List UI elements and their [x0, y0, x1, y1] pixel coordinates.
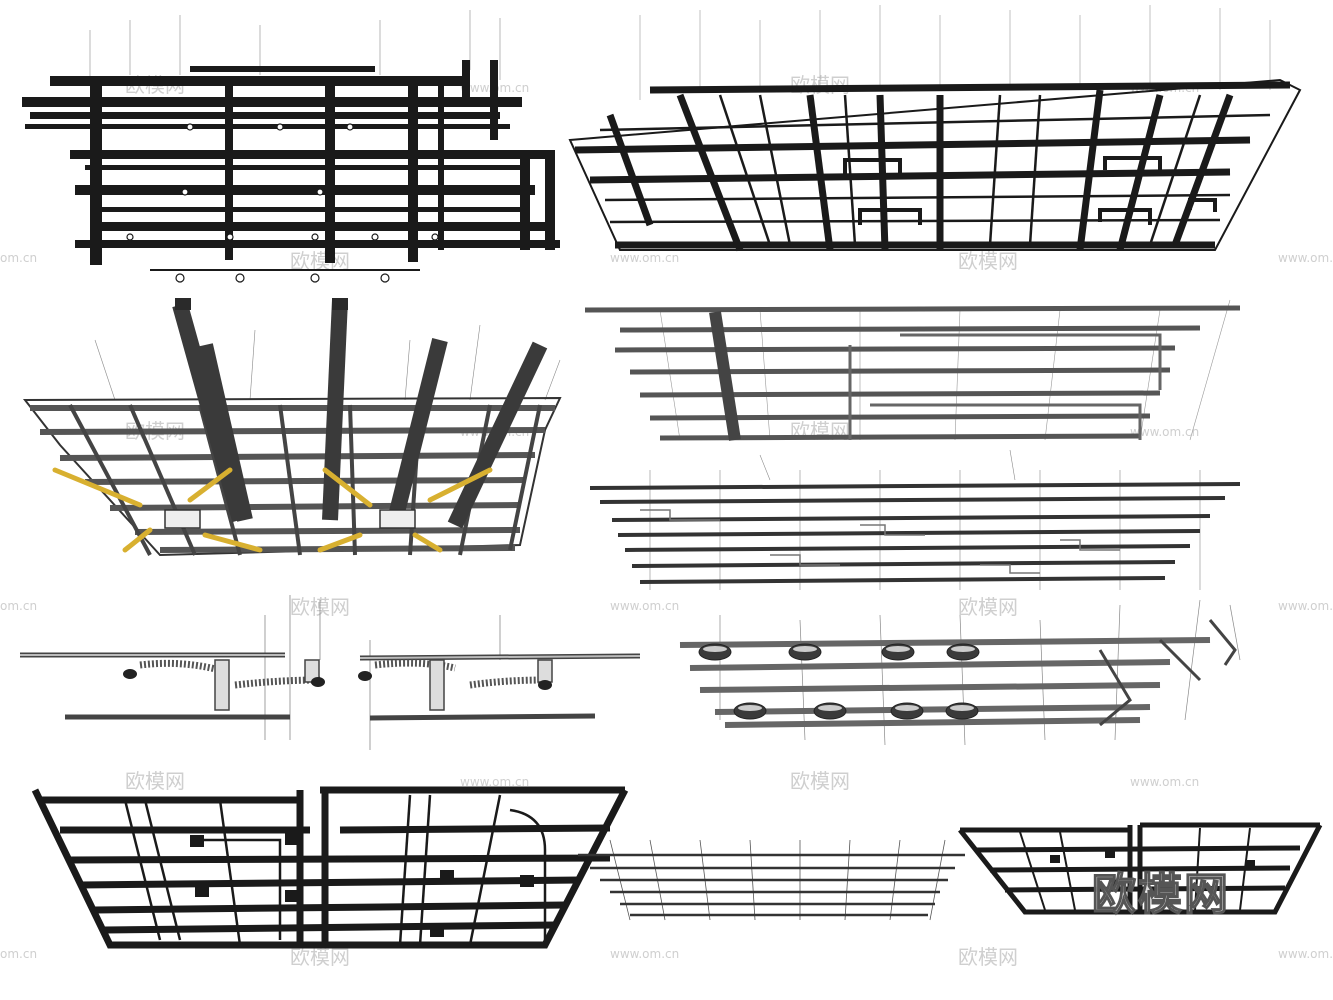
- ceiling-pipes-thin-grey-icon: [589, 449, 1241, 590]
- ceiling-grid-perspective-dark-icon: [568, 5, 1302, 252]
- watermark-text: 欧模网: [958, 249, 1018, 273]
- watermark-url: www.om.cn: [460, 775, 529, 789]
- watermark-url: www.om.cn: [610, 599, 679, 613]
- watermark-url: www.om.cn: [610, 251, 679, 265]
- watermark-url: www.om.cn: [1130, 425, 1199, 439]
- watermark-url: www.om.cn: [1278, 251, 1333, 265]
- watermark-text: 欧模网: [958, 945, 1018, 969]
- ceiling-pipes-wide-thin-icon: [578, 839, 965, 921]
- watermark-url: www.om.cn: [1130, 775, 1199, 789]
- watermark-url: om.cn: [0, 599, 37, 613]
- watermark-url: om.cn: [0, 947, 37, 961]
- watermark-url: www.om.cn: [1278, 599, 1333, 613]
- watermark-text: 欧模网: [790, 769, 850, 793]
- ceiling-pipes-grey-icon: [584, 299, 1241, 441]
- watermark-text: 欧模网: [290, 945, 350, 969]
- flex-duct-runs-icon: [20, 595, 641, 750]
- watermark-url: www.om.cn: [1278, 947, 1333, 961]
- pipes-with-round-vents-icon: [679, 599, 1241, 746]
- watermark-logo: 欧模网: [1091, 868, 1230, 921]
- ceiling-grid-ducts-yellow-lights-icon: [22, 298, 562, 557]
- ceiling-frame-dark-large-icon: [31, 786, 629, 949]
- pipe-bundle-flat-dark-icon: [22, 10, 560, 283]
- watermark-url: om.cn: [0, 251, 37, 265]
- watermark-url: www.om.cn: [610, 947, 679, 961]
- watermark-text: 欧模网: [958, 595, 1018, 619]
- ceiling-frame-dark-small-icon: [958, 822, 1323, 915]
- watermark-text: 欧模网: [125, 769, 185, 793]
